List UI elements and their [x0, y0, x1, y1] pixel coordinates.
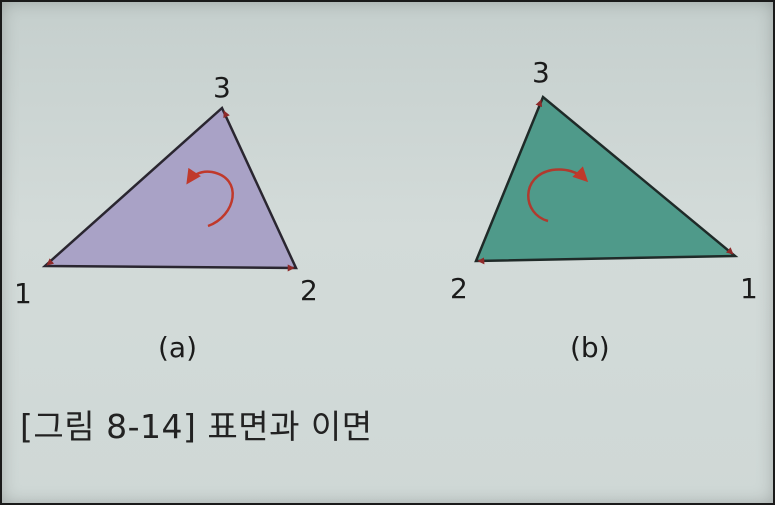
vertex-label-b-2: 2 [450, 272, 468, 305]
rotation-arrow-b-icon [527, 166, 589, 223]
vertex-label-b-1: 1 [740, 272, 758, 305]
figure-label-b: (b) [570, 331, 610, 364]
figure-label-a: (a) [158, 331, 197, 364]
triangle-a [41, 105, 298, 270]
triangle-b [474, 94, 739, 263]
vertex-label-a-2: 2 [300, 274, 318, 307]
vertex-label-a-3: 3 [213, 71, 231, 104]
figure-a: 1 2 3 (a) [14, 71, 318, 364]
vertex-label-b-3: 3 [532, 56, 550, 89]
figure-caption: [그림 8-14] 표면과 이면 [20, 407, 373, 446]
vertex-label-a-1: 1 [14, 277, 32, 310]
figure-b: 1 2 3 (b) [450, 56, 758, 364]
rotation-arrow-a-icon [186, 167, 234, 228]
